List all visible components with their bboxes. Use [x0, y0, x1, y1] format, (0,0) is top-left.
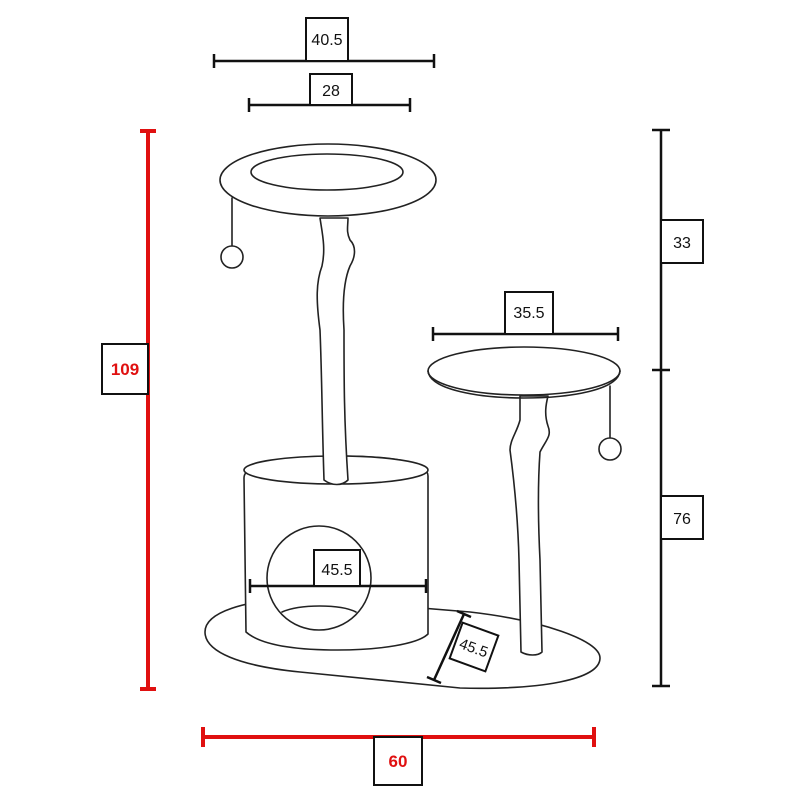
label-upper-height: 33 [673, 235, 691, 252]
side-platform-top [427, 346, 621, 396]
small-post [509, 395, 551, 656]
label-top-platform-outer: 40.5 [311, 32, 342, 49]
tall-post [316, 217, 356, 486]
side-platform-edge [427, 370, 621, 399]
label-side-platform: 35.5 [513, 305, 544, 322]
dim-total-width [201, 727, 596, 786]
dim-side-platform [431, 291, 620, 341]
label-house-width: 45.5 [321, 562, 352, 579]
cat-tree [204, 143, 622, 690]
label-top-platform-inner: 28 [322, 83, 340, 100]
dim-house-width [248, 549, 428, 593]
dim-base-depth [426, 609, 500, 685]
top-bed-inner [250, 153, 404, 191]
house-entrance-floor [281, 605, 357, 613]
label-lower-height: 76 [673, 511, 691, 528]
dim-top-platform-outer [212, 17, 436, 68]
label-total-height: 109 [111, 360, 139, 379]
label-total-width: 60 [389, 752, 408, 771]
dim-total-height [101, 129, 156, 691]
dim-right-vertical [652, 128, 704, 688]
dim-top-platform-inner [247, 73, 412, 112]
toy-ball-right [598, 437, 622, 461]
toy-ball-left [220, 245, 244, 269]
